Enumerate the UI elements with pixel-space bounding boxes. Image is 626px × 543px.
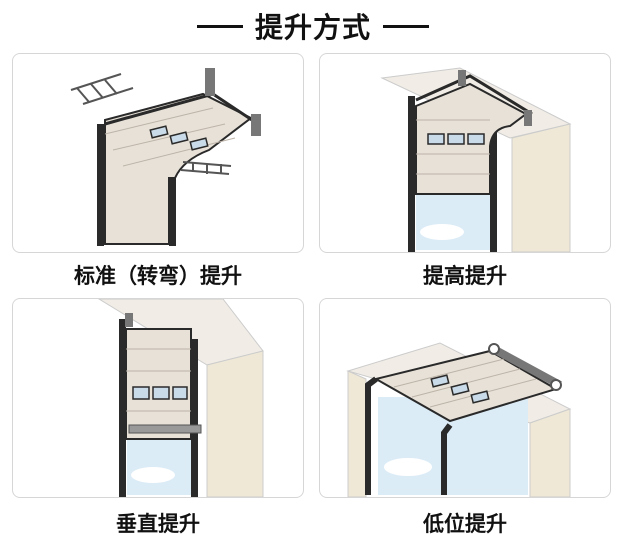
- left-jamb: [97, 124, 104, 246]
- panel-high-lift: [319, 53, 611, 253]
- vertical-lift-illustration: [98, 299, 264, 497]
- panel-high-lift-label: 提高提升: [423, 264, 507, 288]
- door-ribs: [126, 348, 191, 412]
- hanger-bracket: [458, 70, 466, 86]
- right-jamb: [441, 423, 453, 495]
- lower-ladder-track: [180, 161, 232, 175]
- door-panel: [125, 328, 192, 440]
- door-windows: [149, 125, 209, 151]
- low-track: [488, 343, 562, 389]
- standard-lift-illustration: [70, 68, 261, 246]
- door-ribs: [416, 119, 490, 175]
- low-lift-illustration: [346, 342, 572, 497]
- door-windows: [132, 386, 188, 400]
- panel-standard-lift-label: 标准（转弯）提升: [74, 264, 242, 288]
- side-wall: [511, 123, 571, 252]
- left-jamb: [119, 319, 126, 497]
- panel-vertical-lift: [12, 298, 304, 498]
- title-dash-left: [196, 24, 243, 28]
- horizontal-rail: [415, 74, 533, 116]
- door-windows: [430, 374, 490, 404]
- panel-vertical-lift-label: 垂直提升: [116, 512, 200, 536]
- top-bracket: [125, 313, 133, 327]
- panel-standard-lift: [12, 53, 304, 253]
- left-wall: [347, 370, 367, 497]
- top-ladder-track: [70, 73, 134, 105]
- rear-bracket: [524, 110, 532, 126]
- hanger-bracket: [205, 68, 215, 96]
- roller: [550, 379, 562, 391]
- door-panel: [104, 92, 253, 245]
- side-wall: [206, 350, 264, 497]
- roller: [488, 343, 500, 355]
- spring-shaft: [128, 424, 202, 434]
- high-lift-illustration: [380, 67, 572, 252]
- title-dash-right: [383, 24, 429, 28]
- cloud: [384, 458, 432, 476]
- right-jamb: [490, 124, 497, 252]
- cloud: [131, 467, 175, 483]
- cloud: [420, 224, 464, 240]
- door-ribs: [104, 107, 236, 167]
- rear-bracket: [251, 114, 261, 136]
- left-jamb: [365, 376, 378, 495]
- opening-sky: [127, 439, 197, 495]
- right-jamb: [191, 339, 198, 497]
- door-windows: [427, 133, 485, 145]
- panel-low-lift: [319, 298, 611, 498]
- right-jamb: [169, 154, 176, 246]
- left-jamb: [408, 96, 415, 252]
- page-title-row: 提升方式: [0, 4, 626, 48]
- panel-low-lift-label: 低位提升: [423, 512, 507, 536]
- right-wall: [529, 408, 571, 497]
- opening-sky: [416, 194, 490, 250]
- page-title: 提升方式: [254, 11, 371, 44]
